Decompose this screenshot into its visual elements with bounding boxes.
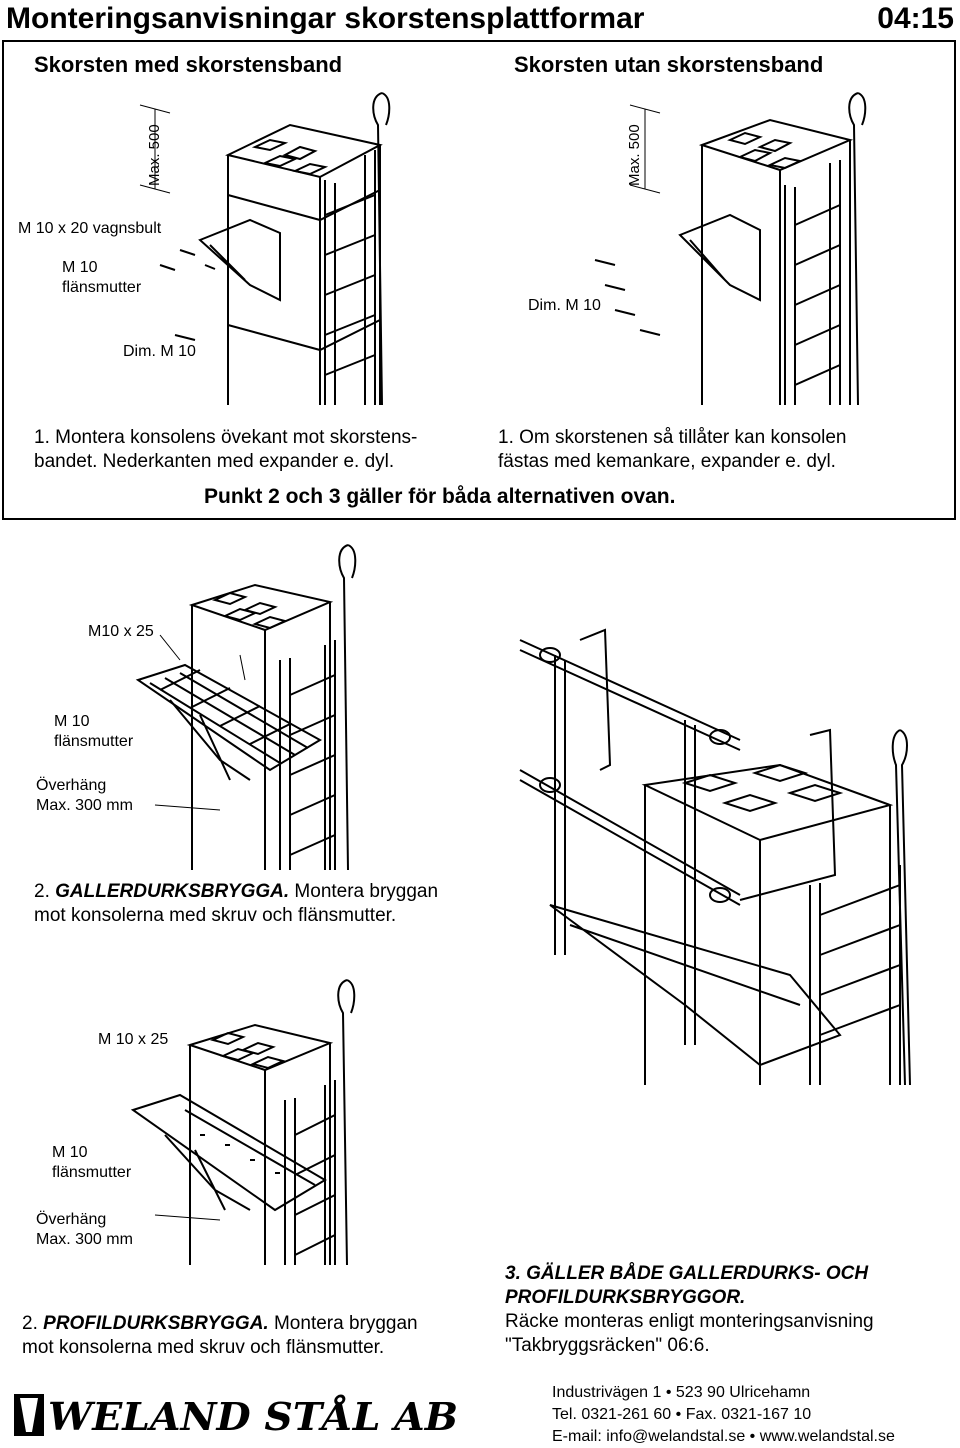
svg-text:WELAND STÅL AB: WELAND STÅL AB xyxy=(48,1394,458,1439)
chimney-without-band-drawing xyxy=(580,85,880,415)
right-max-label: Max. 500 xyxy=(626,124,643,186)
bolt-label: M 10 x 20 vagnsbult xyxy=(18,220,162,237)
right-dim-label: Dim. M 10 xyxy=(528,297,601,314)
section-1-frame xyxy=(2,40,956,520)
shared-note: Punkt 2 och 3 gäller för båda alternativ… xyxy=(204,485,676,508)
railing-platform-drawing xyxy=(510,625,930,1085)
s3-screw-label: M 10 x 25 xyxy=(98,1031,169,1048)
profile-walkway-drawing xyxy=(125,975,385,1265)
weland-stal-logo: WELAND STÅL AB xyxy=(14,1394,458,1439)
chimney-with-band-drawing xyxy=(120,85,420,415)
right-heading: Skorsten utan skorstensband xyxy=(514,52,824,77)
left-heading: Skorsten med skorstensband xyxy=(34,52,343,77)
document-code: 04:15 xyxy=(877,2,954,35)
contact-block: Industrivägen 1 • 523 90 Ulricehamn Tel.… xyxy=(552,1384,895,1445)
s4-text: 3. GÄLLER BÅDE GALLERDURKS- OCH PROFILDU… xyxy=(505,1263,874,1356)
page-title: Monteringsanvisningar skorstensplattform… xyxy=(6,2,645,35)
grating-walkway-drawing xyxy=(130,540,390,870)
left-caption: 1. Montera konsolens övekant mot skorste… xyxy=(34,427,418,472)
s2-screw-label: M10 x 25 xyxy=(88,623,154,640)
left-max-label: Max. 500 xyxy=(146,124,163,186)
left-dim-label: Dim. M 10 xyxy=(123,343,196,360)
right-caption: 1. Om skorstenen så tillåter kan konsole… xyxy=(498,427,847,472)
